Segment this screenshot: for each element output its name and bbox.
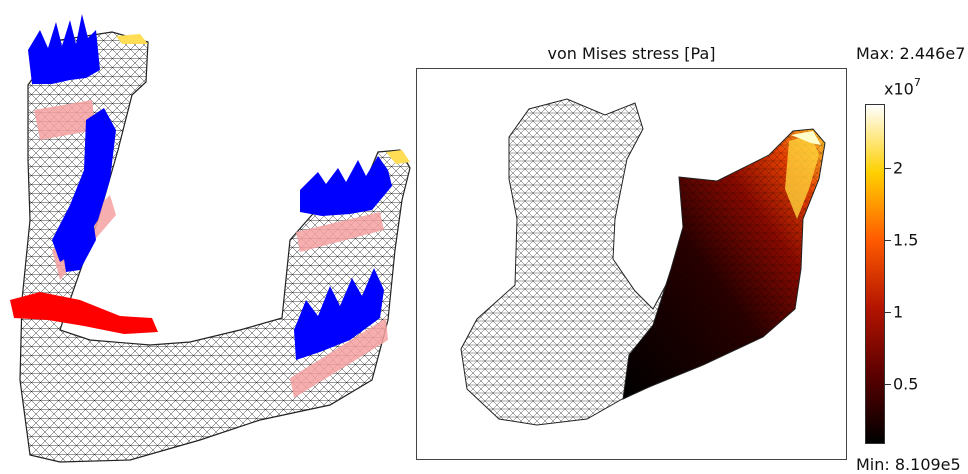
mandible-load-model (10, 14, 411, 463)
force-vectors (300, 156, 392, 216)
force-vectors (28, 14, 100, 84)
force-vectors (52, 108, 116, 262)
colorbar-tick (885, 240, 891, 241)
colorbar-tick-label: 1 (893, 302, 904, 322)
colorbar-exponent-base: x10 (884, 79, 914, 99)
stress-hotspot (785, 135, 819, 219)
min-stress-label: Min: 8.109e5 (856, 455, 961, 474)
left-condyle-contact (116, 34, 148, 44)
muscle-band (296, 212, 384, 252)
colorbar-tick (885, 383, 891, 385)
tooth-constraints (10, 292, 158, 334)
colorbar-tick-label: 0.5 (893, 374, 919, 394)
colorbar-exponent-power: 7 (913, 76, 921, 89)
right-condyle-contact (386, 150, 410, 164)
max-stress-label: Max: 2.446e7 (856, 44, 966, 63)
stress-plot-axes (416, 68, 847, 460)
force-vectors (294, 268, 384, 360)
colorbar-tick (885, 168, 891, 170)
colorbar-exponent: x107 (884, 76, 921, 99)
stress-plot-canvas (460, 98, 826, 426)
muscle-band (34, 100, 96, 140)
force-vectors (62, 200, 96, 272)
plot-title: von Mises stress [Pa] (547, 44, 716, 63)
muscle-band (290, 318, 388, 398)
colorbar-tick-label: 1.5 (893, 230, 919, 250)
colorbar-tick (885, 311, 891, 313)
colorbar (865, 104, 885, 444)
colorbar-tick-label: 2 (893, 158, 904, 178)
